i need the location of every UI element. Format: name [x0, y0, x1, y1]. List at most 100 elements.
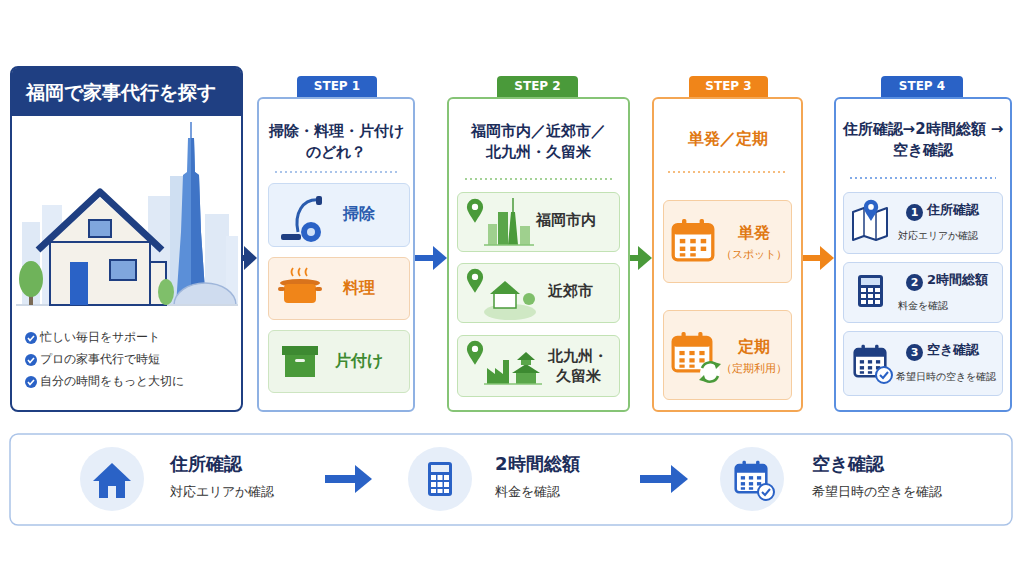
- callout-number: 3: [906, 344, 923, 361]
- calculator-key: [431, 482, 436, 487]
- calculator-body: [428, 462, 452, 496]
- calculator-screen: [431, 465, 449, 472]
- summary-band: [10, 434, 1012, 525]
- check-badge: [876, 367, 892, 383]
- calendar-icon: [673, 219, 713, 260]
- calculator-key: [861, 294, 866, 298]
- house-door: [108, 486, 116, 498]
- house-annex: [150, 262, 166, 305]
- step-tab: STEP 3: [689, 76, 768, 97]
- option-label: 定期: [720, 337, 788, 358]
- option-label: 単発: [720, 223, 788, 244]
- panel-heading: 福岡で家事代行を探す: [12, 68, 241, 116]
- arrow-head: [244, 246, 257, 270]
- building: [148, 196, 170, 305]
- pot-handle: [278, 287, 285, 291]
- tree-trunk: [29, 283, 33, 305]
- map-pin: [467, 199, 483, 223]
- repeat-arrow: [702, 362, 718, 381]
- check-tick: [28, 380, 34, 385]
- step-panel: STEP 3単発／定期単発（スポット）定期（定期利用）: [652, 97, 803, 412]
- check-marks: [25, 332, 37, 388]
- check-tick: [28, 336, 34, 341]
- check-badge: [758, 484, 774, 500]
- option-box: 北九州・久留米: [457, 335, 620, 397]
- arrow-shaft: [415, 255, 434, 261]
- tree: [523, 293, 535, 305]
- summary-item: 空き確認希望日時の空きを確認: [688, 446, 1008, 512]
- box-handle: [295, 359, 305, 362]
- summary-title: 2時間総額: [495, 452, 580, 475]
- house-roof: [38, 192, 162, 250]
- house-door: [70, 262, 88, 305]
- dotted-divider: [465, 178, 612, 180]
- summary-note: 希望日時の空きを確認: [812, 484, 942, 501]
- city-icon: [484, 198, 534, 245]
- tower-shade: [191, 138, 206, 305]
- box-icon: [282, 346, 318, 377]
- flow-arrow: [243, 246, 257, 270]
- callout-number: 1: [906, 204, 923, 221]
- step-heading: 住所確認→2時間総額 →空き確認: [840, 119, 1006, 161]
- calculator-key: [868, 294, 873, 298]
- calculator-key: [868, 300, 873, 304]
- pot-handle: [315, 287, 322, 291]
- house-body: [494, 292, 516, 308]
- check-note: 対応エリアか確認: [898, 229, 978, 242]
- option-box: 料理: [268, 257, 410, 320]
- arrow-shaft: [325, 475, 356, 483]
- calendar-icon: [673, 332, 711, 371]
- castle-tower: [521, 359, 531, 365]
- arrow-head: [433, 246, 447, 270]
- hill: [484, 304, 536, 320]
- step-panel: STEP 2福岡市内／近郊市／ 北九州・久留米福岡市内近郊市北九州・久留米: [447, 97, 630, 412]
- calculator-body: [858, 275, 883, 307]
- ground: [484, 383, 542, 385]
- map-pin: [467, 341, 483, 365]
- building: [22, 222, 40, 305]
- calculator-key: [444, 489, 449, 493]
- option-box: 単発 （スポット）: [663, 200, 792, 283]
- building: [226, 236, 238, 305]
- building: [170, 176, 184, 305]
- calculator-key: [444, 475, 449, 480]
- house-roof: [93, 463, 131, 481]
- arrow-head: [638, 246, 652, 270]
- dotted-divider: [668, 171, 787, 173]
- step-tab: STEP 4: [881, 76, 963, 97]
- building: [488, 224, 497, 245]
- flow-arrow: [803, 246, 834, 270]
- calendar-icon: [855, 345, 886, 376]
- check-item: 忙しい毎日をサポート: [40, 330, 160, 346]
- box-lid: [282, 346, 318, 355]
- house-body: [50, 242, 150, 305]
- flow-arrow: [415, 246, 447, 270]
- vacuum-wheel: [307, 228, 315, 236]
- vacuum-hose: [297, 200, 320, 232]
- map-pin: [467, 269, 483, 293]
- arrow-shaft: [243, 255, 245, 261]
- calculator-key: [875, 288, 880, 292]
- pot-body: [284, 284, 316, 303]
- tree: [158, 279, 174, 305]
- option-label: 片付け: [335, 351, 383, 372]
- calculator-screen: [861, 278, 880, 285]
- check-box: 3空き確認希望日時の空きを確認: [843, 331, 1003, 396]
- icon-circle: [80, 447, 144, 511]
- map-icon: [853, 208, 887, 240]
- step-panel: STEP 4住所確認→2時間総額 →空き確認1住所確認対応エリアか確認22時間総…: [834, 97, 1012, 412]
- vacuum-nozzle: [281, 234, 301, 240]
- map-fold: [863, 208, 865, 236]
- repeat-icon: [699, 362, 721, 382]
- callout-number: 2: [906, 274, 923, 291]
- building: [520, 226, 530, 245]
- check-title: 2時間総額: [927, 272, 988, 289]
- option-note: （スポット）: [718, 248, 790, 262]
- calculator-key: [875, 300, 880, 304]
- castle-base: [516, 372, 536, 384]
- dotted-divider: [275, 171, 400, 173]
- tree: [19, 261, 43, 297]
- ground: [16, 304, 238, 306]
- tower: [508, 212, 518, 245]
